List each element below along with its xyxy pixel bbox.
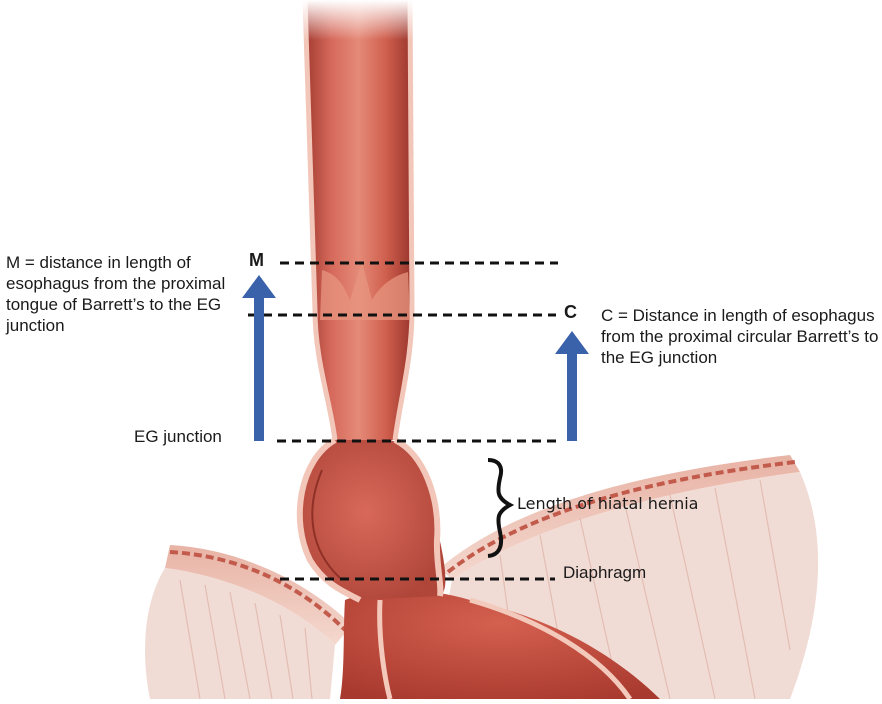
c-label: C [564, 302, 577, 323]
m-definition: M = distance in length of esophagus from… [6, 252, 236, 336]
eg-junction-label: EG junction [134, 427, 222, 447]
diaphragm-label: Diaphragm [563, 563, 646, 583]
c-definition: C = Distance in length of esophagus from… [601, 305, 879, 368]
hiatal-hernia-label: Length of hiatal hernia [517, 494, 698, 513]
left-diaphragm-fan [145, 568, 335, 699]
c-arrow [555, 331, 589, 441]
m-label: M [249, 250, 264, 271]
m-arrow [242, 275, 276, 441]
